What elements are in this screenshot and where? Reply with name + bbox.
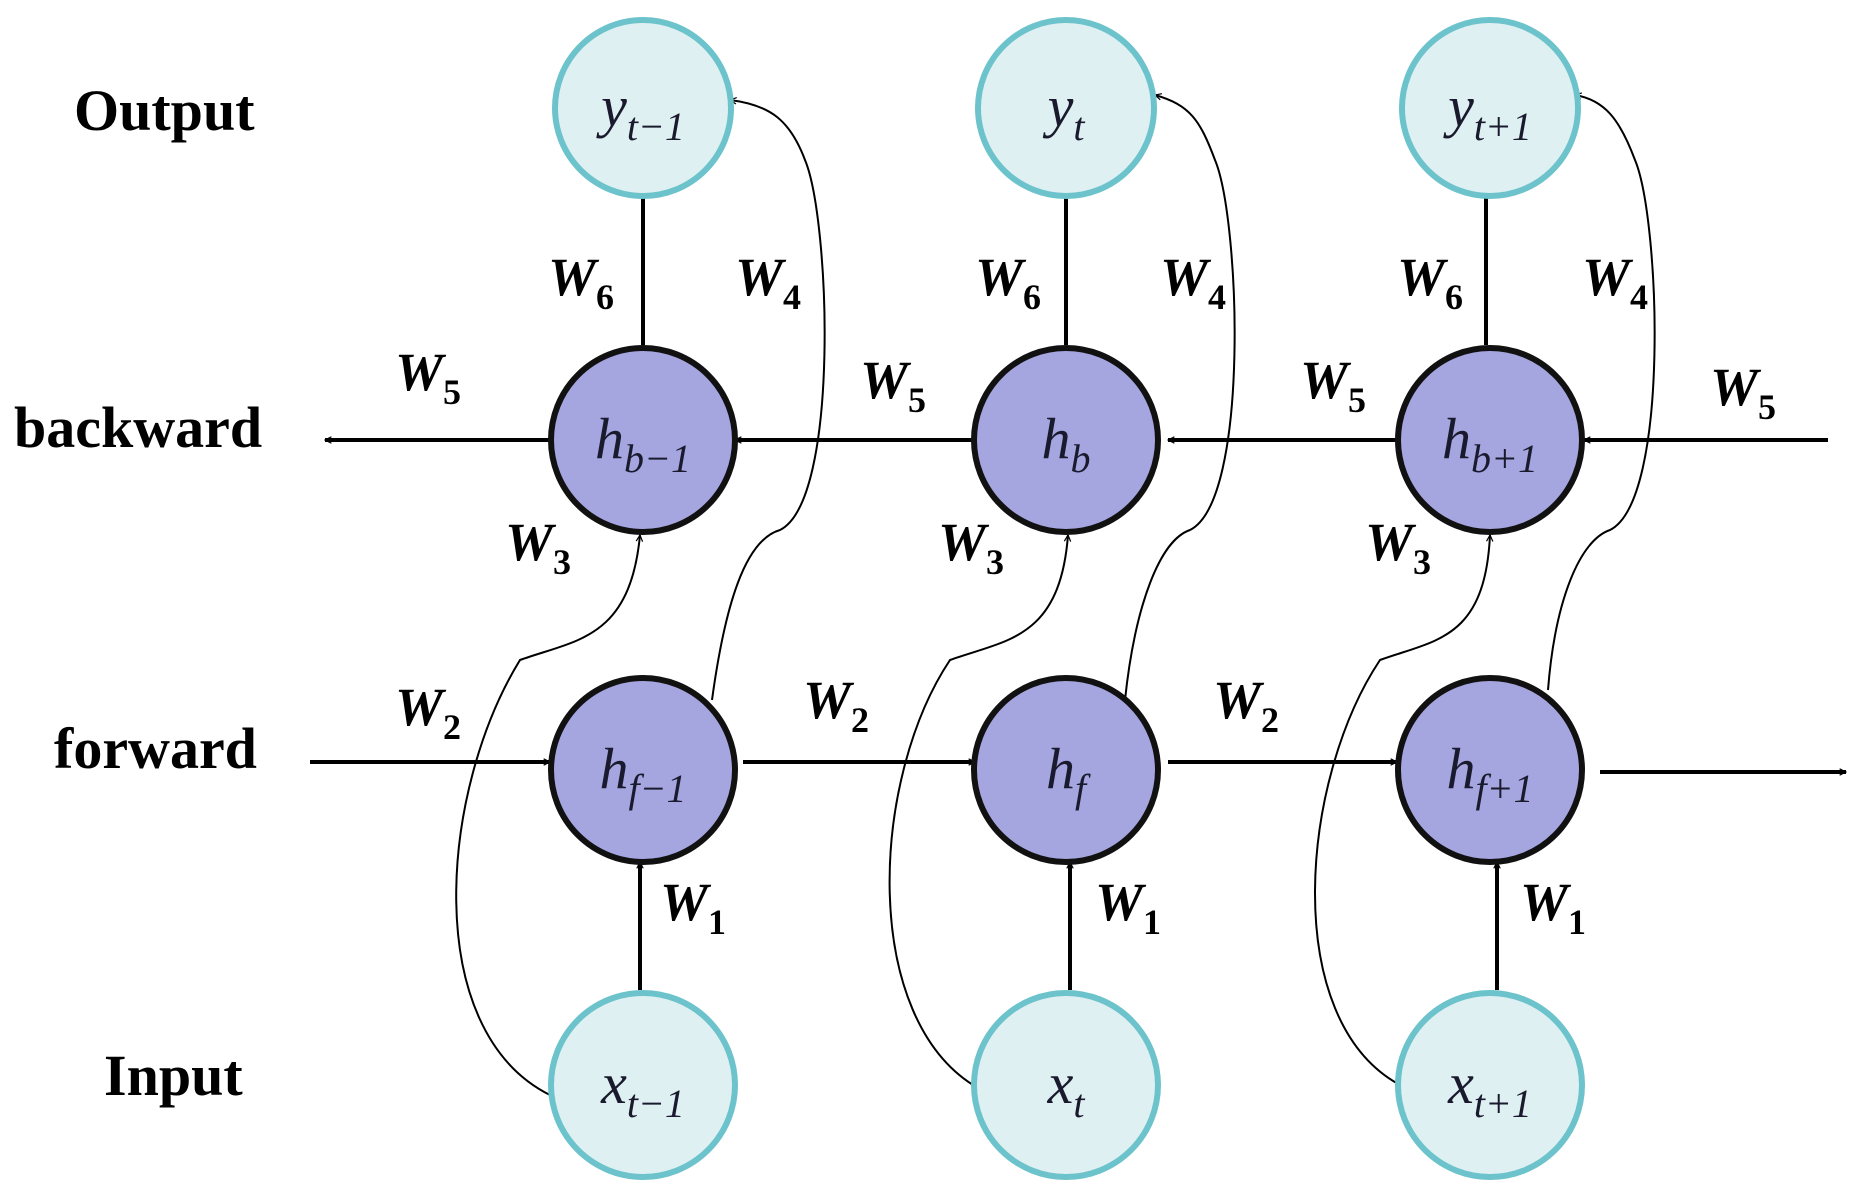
- output-node-circle: [552, 17, 734, 199]
- w5-weight-label: W5: [395, 342, 461, 412]
- forward-node-col3: hf+1: [1395, 675, 1585, 865]
- w6-weight-label: W6: [1397, 247, 1463, 317]
- forward-node-circle: [1395, 675, 1585, 865]
- input-node-label: xt+1: [1447, 1051, 1532, 1126]
- w3-curve-col3: [1314, 535, 1490, 1086]
- backward-node-circle: [971, 345, 1161, 535]
- backward-node-col1: hb−1: [548, 345, 738, 535]
- output-node-col1: yt−1: [552, 17, 734, 199]
- input-row-label: Input: [104, 1043, 243, 1108]
- output-node-label: yt: [1043, 74, 1086, 149]
- w5-weight-label: W5: [860, 350, 926, 420]
- output-node-circle: [1399, 17, 1581, 199]
- input-node-circle: [548, 990, 738, 1180]
- backward-node-circle: [548, 345, 738, 535]
- w2-weight-label: W2: [1213, 670, 1279, 740]
- connections: [310, 95, 1846, 1096]
- w4-weight-label: W4: [1582, 247, 1648, 317]
- output-node-label: yt−1: [596, 74, 685, 149]
- backward-node-col2: hb: [971, 345, 1161, 535]
- w3-curve-col1: [455, 535, 640, 1096]
- input-node-label: xt: [1047, 1051, 1086, 1126]
- backward-row-label: backward: [14, 395, 262, 460]
- backward-node-label: hb+1: [1442, 406, 1538, 481]
- output-node-label: yt+1: [1443, 74, 1532, 149]
- forward-row-label: forward: [54, 716, 257, 781]
- backward-node-label: hb−1: [595, 406, 691, 481]
- w3-weight-label: W3: [938, 512, 1004, 582]
- input-node-col1: xt−1: [548, 990, 738, 1180]
- input-node-label: xt−1: [600, 1051, 685, 1126]
- w4-curve-col2: [1124, 95, 1236, 701]
- forward-node-circle: [548, 675, 738, 865]
- w3-curve-col2: [888, 535, 1068, 1089]
- w6-weight-label: W6: [975, 247, 1041, 317]
- forward-node-label: hf−1: [599, 736, 686, 811]
- w2-weight-label: W2: [395, 677, 461, 747]
- w6-weight-label: W6: [548, 247, 614, 317]
- w4-curve-col3: [1547, 95, 1656, 691]
- input-node-col2: xt: [971, 990, 1161, 1180]
- input-node-col3: xt+1: [1395, 990, 1585, 1180]
- w3-weight-label: W3: [505, 512, 571, 582]
- forward-node-circle: [971, 675, 1161, 865]
- w5-weight-label: W5: [1300, 350, 1366, 420]
- backward-node-col3: hb+1: [1395, 345, 1585, 535]
- w4-curve-col1: [711, 100, 826, 701]
- w4-weight-label: W4: [1160, 247, 1226, 317]
- forward-node-col2: hf: [971, 675, 1161, 865]
- forward-node-col1: hf−1: [548, 675, 738, 865]
- w1-weight-label: W1: [1095, 872, 1161, 942]
- input-node-circle: [1395, 990, 1585, 1180]
- input-node-circle: [971, 990, 1161, 1180]
- w3-weight-label: W3: [1365, 512, 1431, 582]
- output-row-label: Output: [74, 78, 255, 143]
- w1-weight-label: W1: [660, 872, 726, 942]
- forward-node-label: hf+1: [1446, 736, 1533, 811]
- output-node-circle: [975, 17, 1157, 199]
- backward-node-circle: [1395, 345, 1585, 535]
- output-node-col2: yt: [975, 17, 1157, 199]
- nodes: yt−1 hb−1 hf−1 xt−1 yt hb hf xt yt+1 hb+1 hf+1 xt+1: [548, 17, 1585, 1180]
- w4-weight-label: W4: [735, 247, 801, 317]
- w5-weight-label: W5: [1710, 357, 1776, 427]
- w2-weight-label: W2: [803, 670, 869, 740]
- backward-node-label: hb: [1042, 406, 1091, 481]
- w1-weight-label: W1: [1520, 872, 1586, 942]
- output-node-col3: yt+1: [1399, 17, 1581, 199]
